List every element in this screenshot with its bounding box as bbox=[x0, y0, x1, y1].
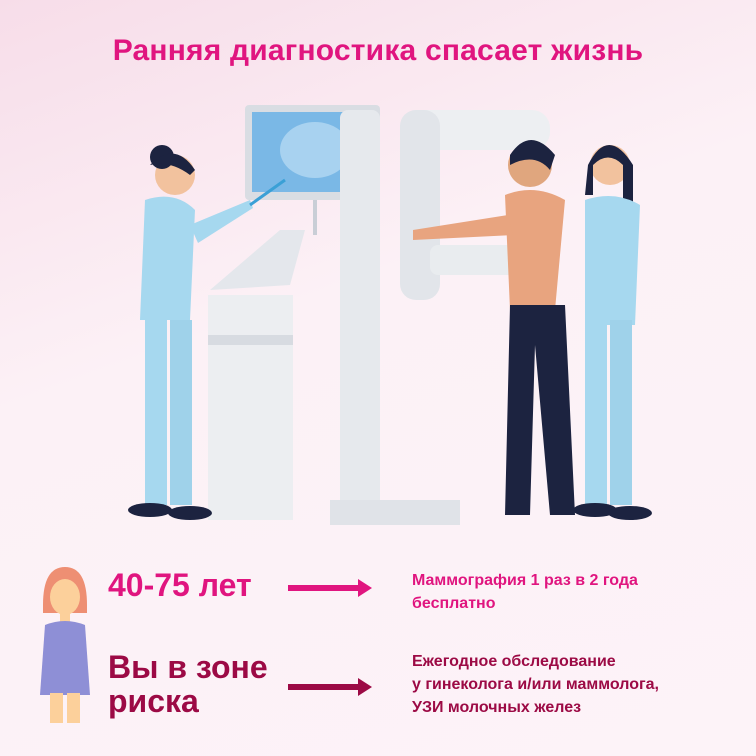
screening-description: Маммография 1 раз в 2 года бесплатно bbox=[412, 569, 638, 615]
description-line: бесплатно bbox=[412, 595, 496, 612]
woman-figure-icon bbox=[40, 567, 90, 723]
age-range-label: 40-75 лет bbox=[108, 567, 252, 603]
mammography-illustration bbox=[128, 105, 652, 525]
label-line: Вы в зоне bbox=[108, 649, 268, 685]
page-title: Ранняя диагностика спасает жизнь bbox=[112, 34, 644, 67]
label-line: риска bbox=[108, 683, 199, 719]
arrow-right-icon bbox=[288, 678, 372, 696]
console bbox=[208, 295, 293, 520]
description-line: Ежегодное обследование bbox=[412, 653, 616, 670]
description-line: у гинеколога и/или маммолога, bbox=[412, 676, 659, 693]
risk-zone-label: Вы в зоне риска bbox=[108, 650, 268, 718]
nurse-right bbox=[573, 145, 652, 520]
nurse-left bbox=[128, 145, 286, 520]
arrow-right-icon bbox=[288, 579, 372, 597]
description-line: Маммография 1 раз в 2 года bbox=[412, 572, 638, 589]
patient bbox=[413, 140, 575, 515]
risk-description: Ежегодное обследование у гинеколога и/ил… bbox=[412, 650, 659, 719]
description-line: УЗИ молочных желез bbox=[412, 699, 582, 716]
mammography-machine bbox=[340, 110, 380, 520]
